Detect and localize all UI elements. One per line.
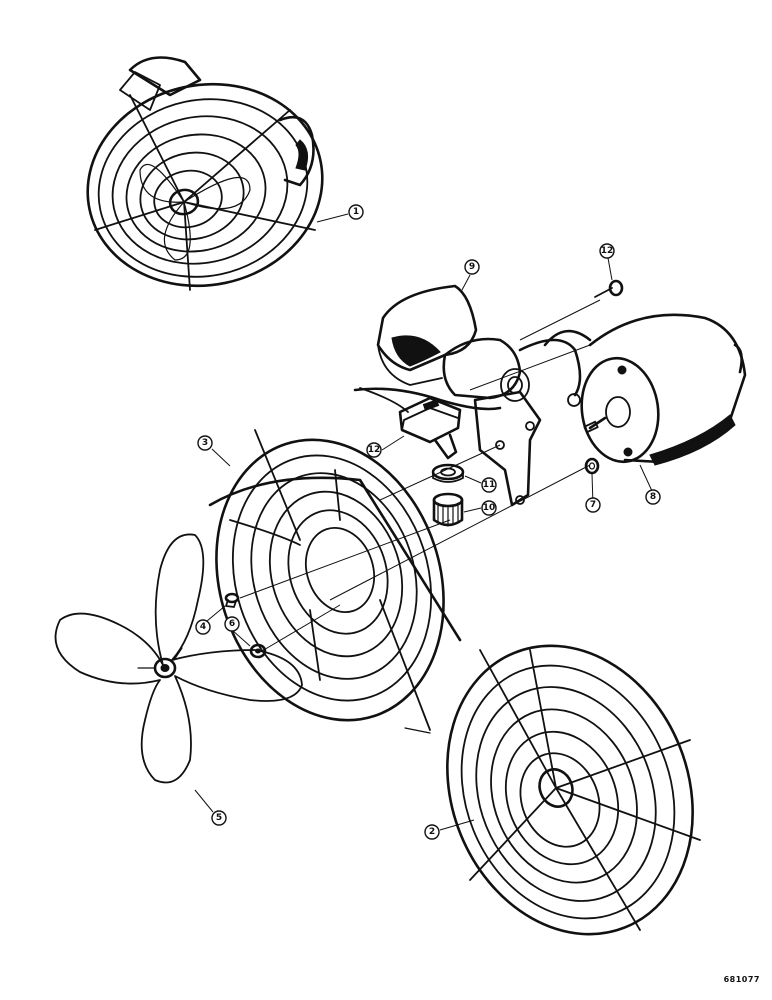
callout-10: 10 bbox=[481, 500, 497, 516]
callout-7: 7 bbox=[585, 497, 601, 513]
callout-1: 1 bbox=[348, 204, 364, 220]
callout-5-label: 5 bbox=[216, 813, 222, 823]
assembled-fan-part-1 bbox=[86, 56, 324, 291]
front-guard-part-3 bbox=[208, 429, 462, 734]
catalog-number: 681077 bbox=[723, 975, 760, 984]
knob-part-10 bbox=[432, 492, 464, 527]
callout-2: 2 bbox=[424, 824, 440, 840]
callout-2-label: 2 bbox=[429, 827, 435, 837]
callout-8-label: 8 bbox=[650, 492, 656, 502]
callout-7-label: 7 bbox=[590, 500, 596, 510]
callout-10-label: 10 bbox=[483, 503, 496, 513]
washer-part-7 bbox=[584, 457, 600, 475]
callout-leaders bbox=[194, 213, 653, 831]
terminal-screw-part-13 bbox=[519, 279, 624, 341]
callout-6-label: 6 bbox=[229, 619, 235, 629]
assembly-lines bbox=[239, 344, 591, 652]
callout-1-label: 1 bbox=[353, 207, 359, 217]
callout-12-switch-label: 12 bbox=[368, 445, 381, 455]
switch-part-12 bbox=[359, 387, 462, 460]
fan-blade-part-5 bbox=[54, 533, 303, 784]
callout-9: 9 bbox=[464, 259, 480, 275]
callout-12-terminal-label: 12 bbox=[601, 246, 614, 256]
rear-guard-part-2 bbox=[446, 644, 701, 936]
callout-11: 11 bbox=[481, 477, 497, 493]
callout-4: 4 bbox=[195, 619, 211, 635]
callout-3: 3 bbox=[197, 435, 213, 451]
bracket-housing-part-9 bbox=[353, 284, 592, 507]
motor-part-8 bbox=[580, 313, 747, 466]
callout-12-terminal: 12 bbox=[599, 243, 615, 259]
callout-9-label: 9 bbox=[469, 262, 475, 272]
callout-12-switch: 12 bbox=[366, 442, 382, 458]
callout-4-label: 4 bbox=[200, 622, 206, 632]
callout-11-label: 11 bbox=[483, 480, 496, 490]
callout-3-label: 3 bbox=[202, 438, 208, 448]
callout-5: 5 bbox=[211, 810, 227, 826]
callout-6: 6 bbox=[224, 616, 240, 632]
screw-part-4 bbox=[224, 592, 240, 608]
callout-8: 8 bbox=[645, 489, 661, 505]
